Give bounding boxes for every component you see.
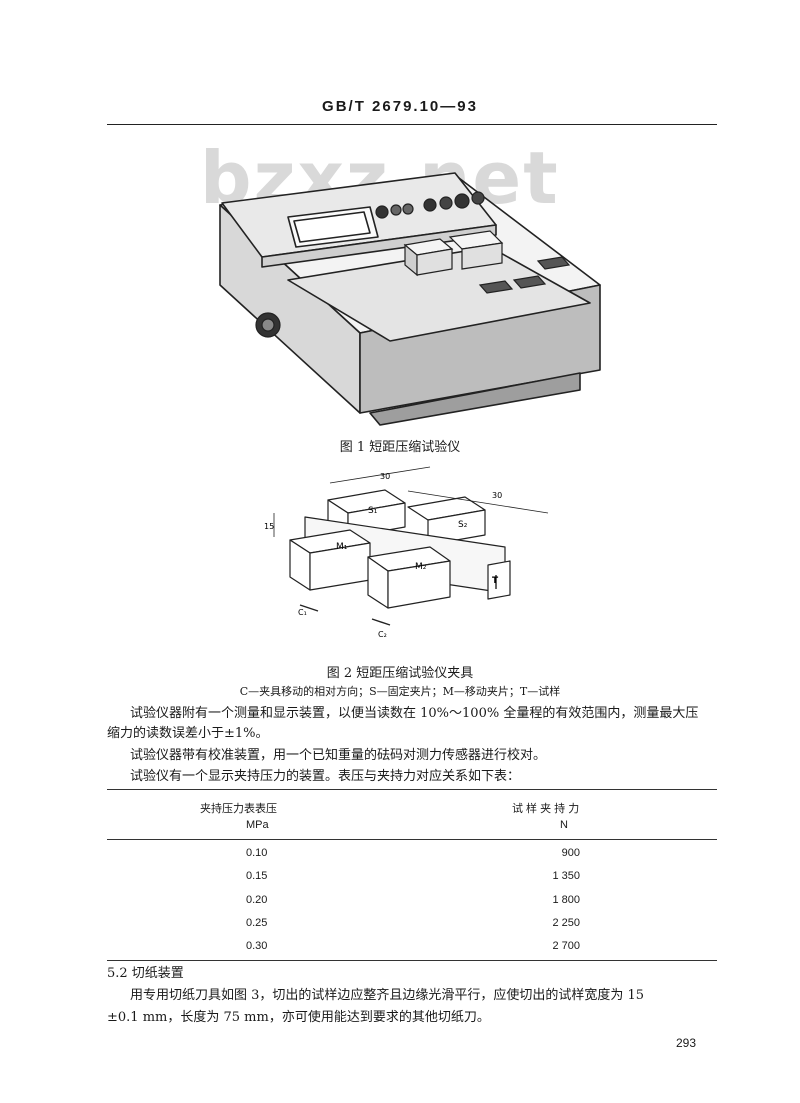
table-row-1-pressure: 0.10 bbox=[246, 847, 268, 859]
dim-15-label: 15 bbox=[264, 522, 274, 531]
figure-2-legend: C—夹具移动的相对方向；S—固定夹片；M—移动夹片；T—试样 bbox=[239, 685, 561, 698]
label-m2: M₂ bbox=[415, 562, 427, 572]
dim-30-label-a: 30 bbox=[380, 472, 390, 481]
figure-1-caption: 图 1 短距压缩试验仪 bbox=[339, 440, 461, 455]
paragraph-3: 试验仪有一个显示夹持压力的装置。表压与夹持力对应关系如下表： bbox=[130, 769, 521, 784]
table-col1-header: 夹持压力表表压 bbox=[200, 803, 277, 815]
header-rule bbox=[107, 124, 717, 125]
instrument-illustration bbox=[219, 172, 601, 426]
label-t: T bbox=[492, 576, 499, 586]
table-row-1-force: 900 bbox=[561, 847, 580, 859]
label-s2: S₂ bbox=[458, 520, 468, 530]
table-top-rule bbox=[107, 789, 717, 790]
paragraph-2: 试验仪器带有校准装置，用一个已知重量的砝码对测力传感器进行校对。 bbox=[130, 748, 547, 763]
table-row-2-force: 1 350 bbox=[552, 870, 580, 882]
table-row-4-pressure: 0.25 bbox=[246, 917, 268, 929]
table-col2-unit: N bbox=[560, 819, 568, 831]
table-col2-header: 试 样 夹 持 力 bbox=[512, 803, 580, 815]
figure-2-clamp-diagram: 30 30 15 S₁ S₂ M₁ M₂ T C₁ C₂ bbox=[260, 465, 560, 645]
paragraph-1-line-1: 试验仪器附有一个测量和显示装置，以便当读数在 10%～100% 全量程的有效范围… bbox=[130, 706, 699, 721]
table-row-3-force: 1 800 bbox=[552, 894, 580, 906]
section-5-2-line-2: ±0.1 mm，长度为 75 mm，亦可使用能达到要求的其他切纸刀。 bbox=[107, 1010, 490, 1025]
table-row-3-pressure: 0.20 bbox=[246, 894, 268, 906]
page-number: 293 bbox=[676, 1036, 697, 1050]
dim-30-label-b: 30 bbox=[492, 491, 502, 500]
table-row-5-pressure: 0.30 bbox=[246, 940, 268, 952]
clamp-diagram: 30 30 15 S₁ S₂ M₁ M₂ T C₁ C₂ bbox=[264, 466, 549, 639]
table-bottom-rule bbox=[107, 960, 717, 961]
section-5-2-line-1: 用专用切纸刀具如图 3，切出的试样边应整齐且边缘光滑平行，应使切出的试样宽度为 … bbox=[130, 988, 645, 1003]
label-m1: M₁ bbox=[336, 542, 348, 552]
table-col1-unit: MPa bbox=[246, 819, 269, 831]
table-row-2-pressure: 0.15 bbox=[246, 870, 268, 882]
table-row-4-force: 2 250 bbox=[552, 917, 580, 929]
table-row-5-force: 2 700 bbox=[552, 940, 580, 952]
standard-code-header: GB/T 2679.10—93 bbox=[322, 98, 478, 115]
label-c2: C₂ bbox=[378, 630, 387, 639]
figure-1-instrument bbox=[200, 135, 620, 435]
label-s1: S₁ bbox=[368, 506, 378, 516]
section-5-2-heading: 5.2 切纸装置 bbox=[107, 966, 184, 981]
table-header-rule bbox=[107, 839, 717, 840]
figure-2-caption: 图 2 短距压缩试验仪夹具 bbox=[326, 666, 474, 681]
label-c1: C₁ bbox=[298, 608, 307, 617]
paragraph-1-line-2: 缩力的读数误差小于±1%。 bbox=[107, 726, 269, 741]
